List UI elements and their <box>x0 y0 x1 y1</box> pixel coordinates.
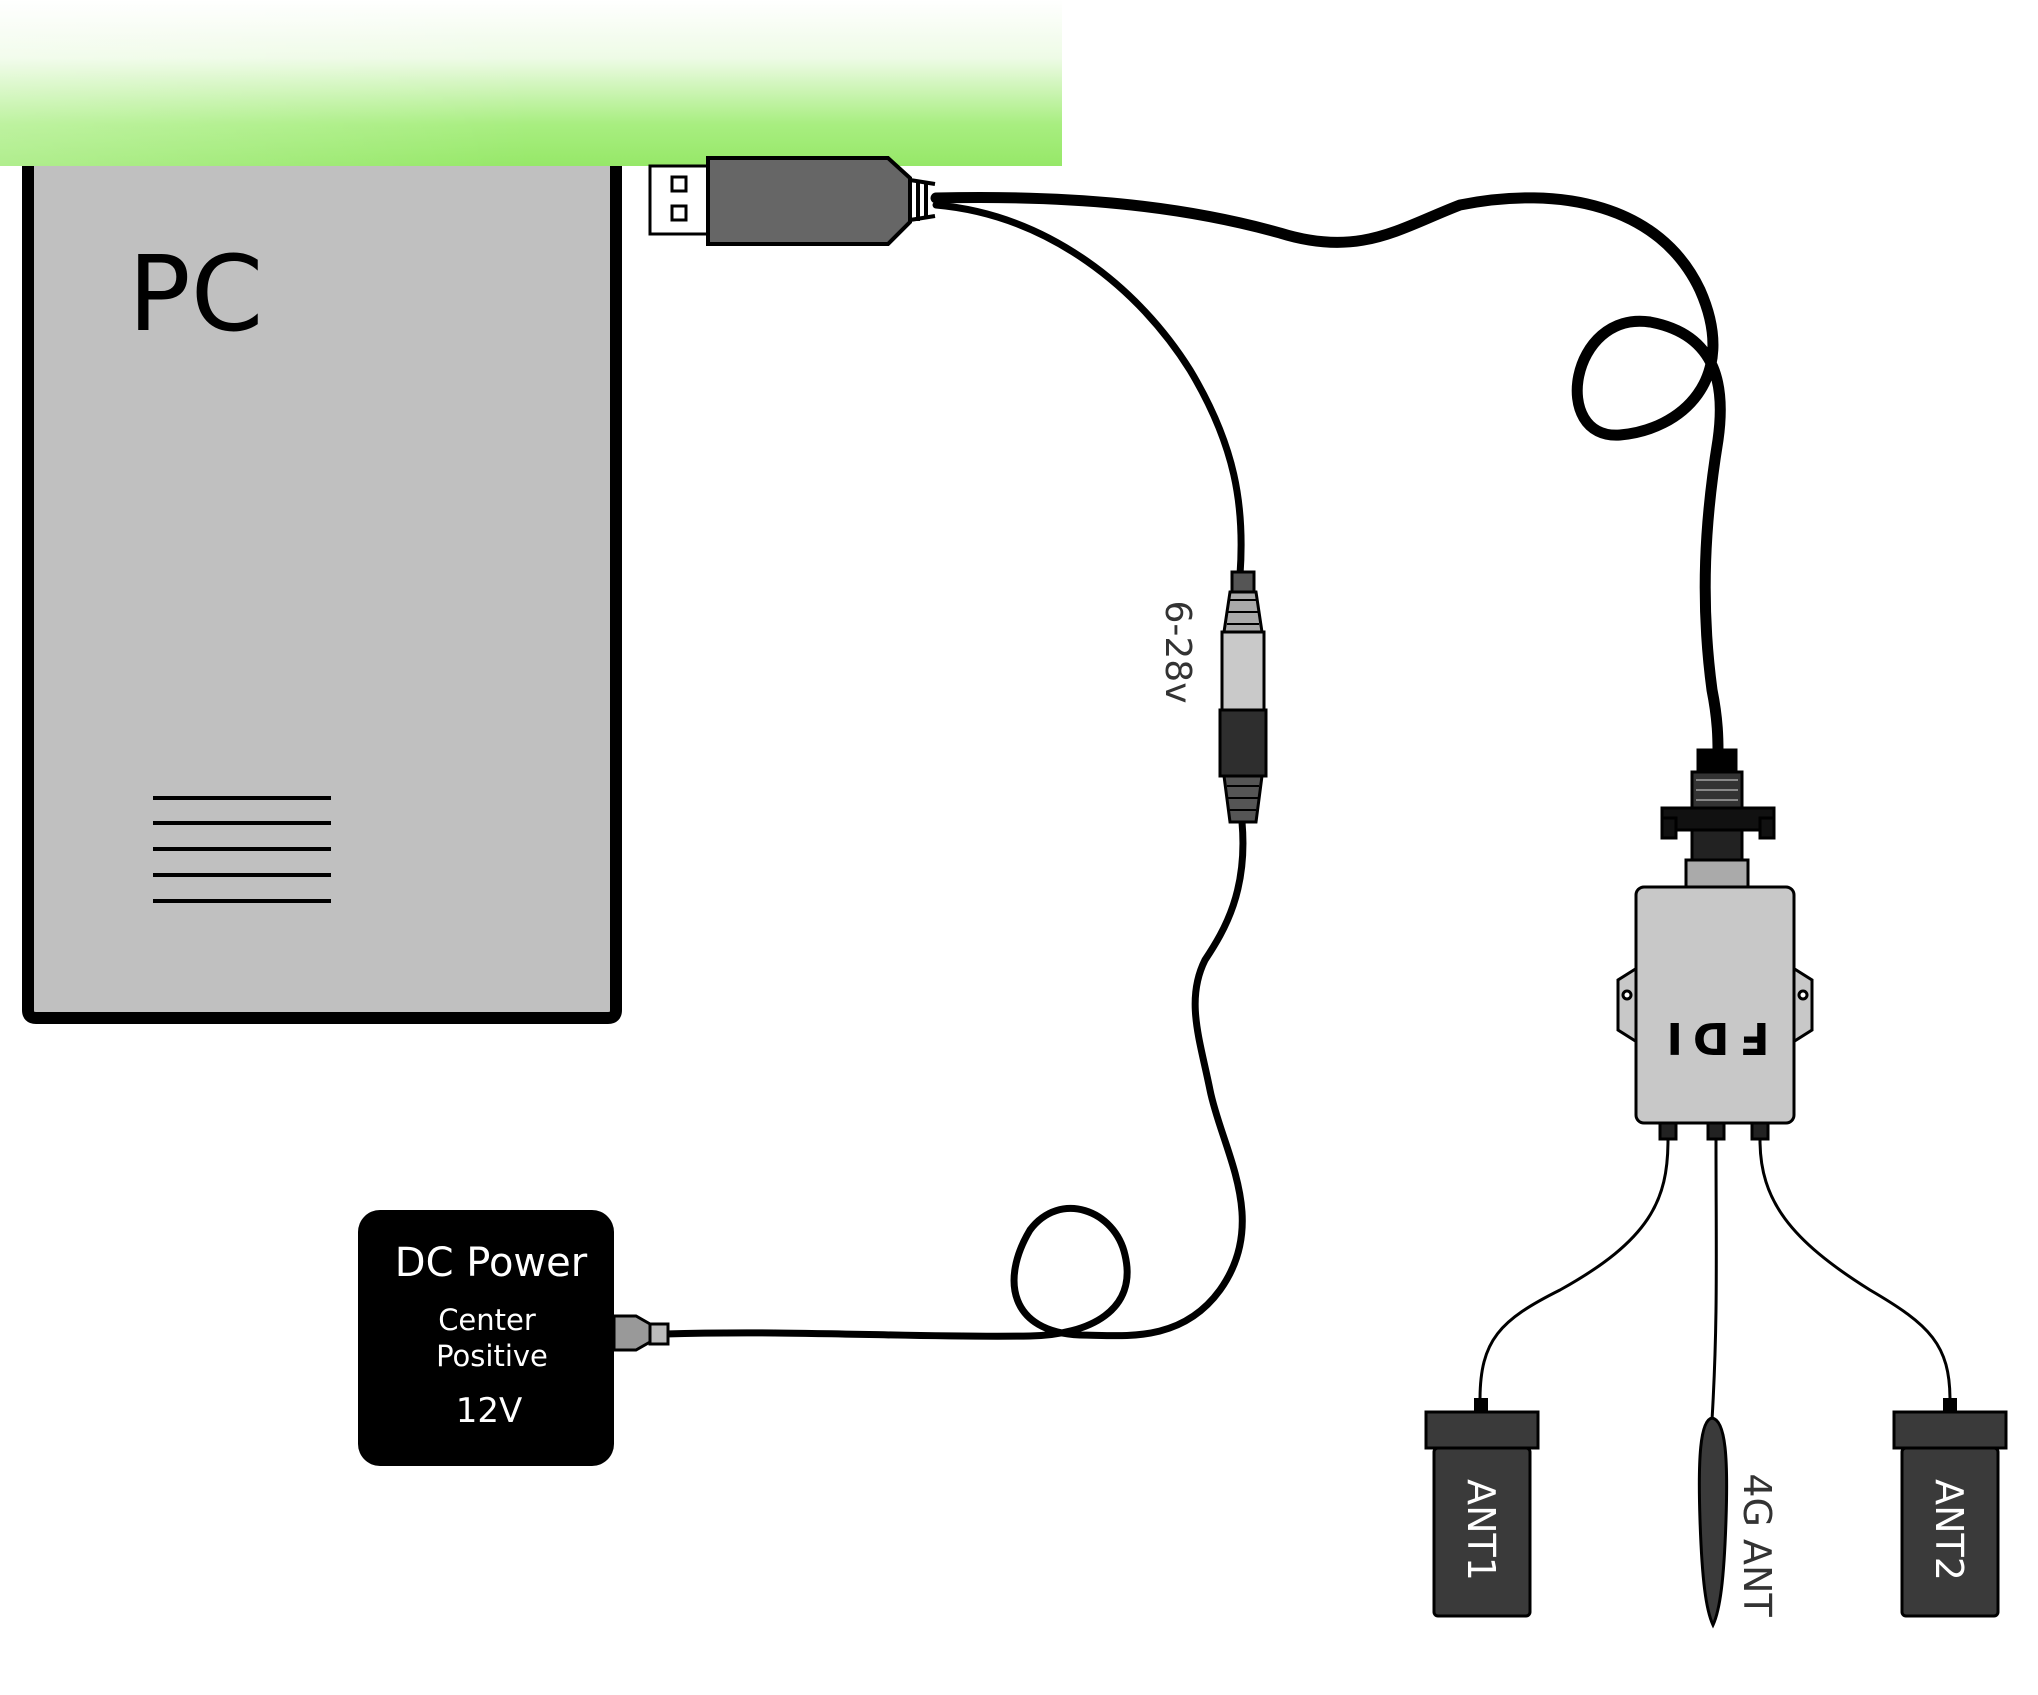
barrel-adapter <box>1218 570 1268 824</box>
ant4g-label: 4G ANT <box>1735 1473 1779 1617</box>
dc-power-voltage: 12V <box>456 1391 523 1431</box>
cables <box>661 191 1952 1422</box>
usb-to-barrel-cable <box>932 201 1245 579</box>
top-banner <box>0 0 1062 166</box>
usb-pin-hole <box>670 175 688 193</box>
pc-vent-lines <box>153 796 331 903</box>
device-label: FDI <box>1657 1012 1770 1063</box>
dc-power-line1: Center <box>438 1303 536 1337</box>
ant4g-cable <box>1710 1138 1718 1422</box>
usb-plug <box>648 156 936 246</box>
ant2-cable <box>1758 1138 1952 1402</box>
ant1-cable <box>1478 1138 1670 1402</box>
ant2-label: ANT2 <box>1927 1479 1971 1581</box>
dc-power-line2: Positive <box>436 1339 548 1373</box>
fdi-device <box>1616 748 1814 1141</box>
ant2-antenna <box>1892 1398 2008 1618</box>
usb-to-device-cable <box>930 191 1726 758</box>
dc-power-supply: DC Power Center Positive 12V <box>358 1210 670 1466</box>
ant1-label: ANT1 <box>1459 1479 1503 1581</box>
dc-power-title: DC Power <box>395 1240 588 1286</box>
usb-pin-hole <box>670 204 688 222</box>
barrel-to-power-cable <box>661 818 1247 1340</box>
voltage-range-label: 6-28v <box>1157 600 1198 703</box>
pc-label: PC <box>128 233 263 355</box>
ant1-antenna <box>1424 1398 1540 1618</box>
ant4g-antenna <box>1697 1416 1729 1629</box>
pc-tower: PC <box>22 166 622 1024</box>
